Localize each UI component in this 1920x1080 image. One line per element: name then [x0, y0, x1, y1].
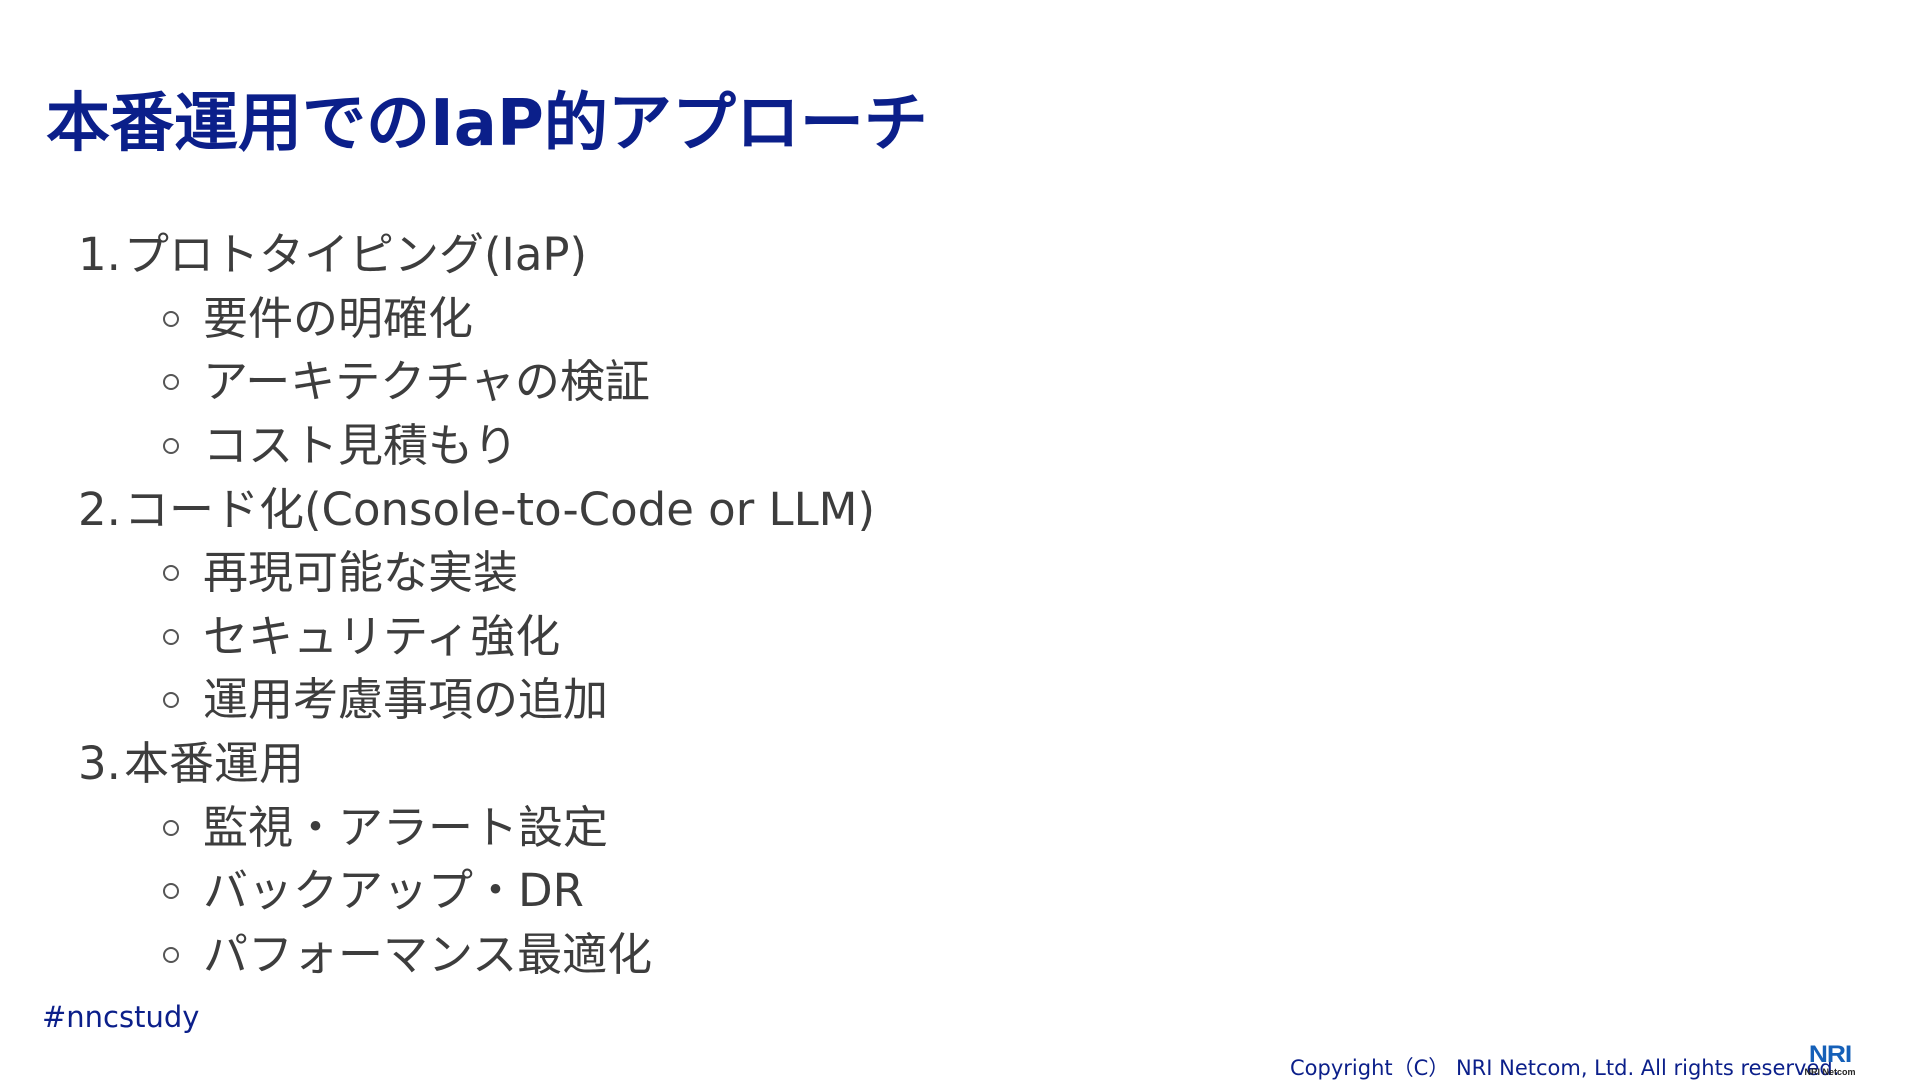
sub-item-label: バックアップ・DR: [203, 864, 584, 918]
hashtag: #nncstudy: [42, 1000, 200, 1034]
sub-item: 監視・アラート設定: [78, 796, 875, 860]
list-item-number: 2.: [78, 482, 121, 536]
circle-bullet-icon: [163, 374, 179, 391]
circle-bullet-icon: [163, 946, 179, 963]
logo-mark: NRI: [1808, 1041, 1852, 1068]
sub-item: セキュリティ強化: [78, 605, 875, 669]
outline-list: 1. プロトタイピング(IaP) 要件の明確化 アーキテクチャの検証 コスト見積…: [78, 223, 875, 987]
list-item-number: 3.: [78, 737, 121, 790]
circle-bullet-icon: [163, 819, 179, 836]
circle-bullet-icon: [163, 565, 179, 582]
circle-bullet-icon: [163, 692, 179, 709]
list-item-3: 3. 本番運用: [78, 732, 875, 796]
sub-item-label: 要件の明確化: [203, 291, 474, 345]
list-item-label: 本番運用: [124, 737, 305, 790]
list-item-2: 2. コード化(Console-to-Code or LLM): [78, 478, 875, 542]
list-item-label: プロトタイピング(IaP): [124, 228, 588, 281]
sub-item: パフォーマンス最適化: [78, 923, 875, 987]
sub-item-label: パフォーマンス最適化: [203, 927, 653, 981]
sub-item-label: 監視・アラート設定: [203, 800, 609, 854]
circle-bullet-icon: [163, 628, 179, 645]
circle-bullet-icon: [163, 883, 179, 900]
sub-item: 運用考慮事項の追加: [78, 669, 875, 733]
list-item-1: 1. プロトタイピング(IaP): [78, 223, 875, 287]
sub-item: 要件の明確化: [78, 287, 875, 351]
circle-bullet-icon: [163, 437, 179, 454]
logo-text: NRI Netcom: [1804, 1067, 1856, 1077]
nri-netcom-logo: NRI NRI Netcom: [1800, 1041, 1860, 1080]
sub-item: アーキテクチャの検証: [78, 351, 875, 415]
sub-item-label: 運用考慮事項の追加: [203, 673, 609, 727]
sub-item-label: アーキテクチャの検証: [203, 355, 650, 409]
slide-title: 本番運用でのIaP的アプローチ: [46, 87, 928, 161]
list-item-label: コード化(Console-to-Code or LLM): [124, 482, 876, 536]
sub-item: 再現可能な実装: [78, 542, 875, 606]
sub-item-label: コスト見積もり: [203, 418, 519, 472]
copyright-notice: Copyright（C） NRI Netcom, Ltd. All rights…: [1290, 1056, 1840, 1080]
list-item-number: 1.: [78, 228, 121, 281]
circle-bullet-icon: [163, 310, 179, 327]
sub-item-label: 再現可能な実装: [203, 546, 519, 600]
sub-item-label: セキュリティ強化: [203, 609, 561, 663]
sub-item: コスト見積もり: [78, 414, 875, 478]
sub-item: バックアップ・DR: [78, 860, 875, 924]
